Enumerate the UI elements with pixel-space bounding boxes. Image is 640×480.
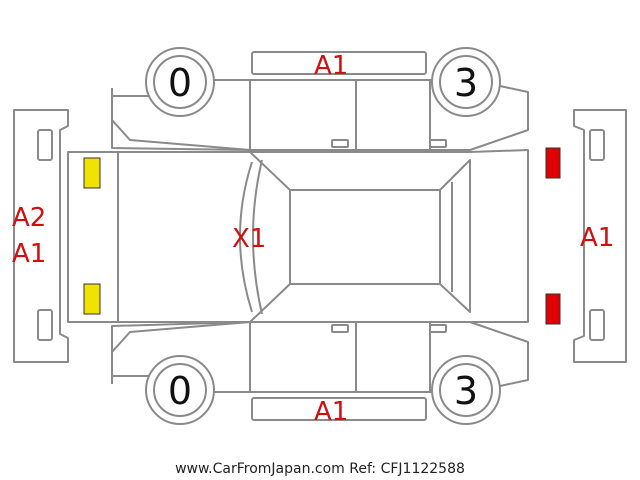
front-headlamp-top bbox=[83, 157, 101, 189]
tire-rear-right-value: 3 bbox=[454, 369, 478, 413]
tire-front-right: 0 bbox=[145, 355, 215, 425]
source-footer: www.CarFromJapan.com Ref: CFJ1122588 bbox=[175, 461, 465, 477]
front-bumper-panel bbox=[13, 109, 69, 363]
grade-rear-bumper: A1 bbox=[580, 223, 614, 253]
tire-front-left-value: 0 bbox=[168, 61, 192, 105]
top-view-body bbox=[67, 149, 529, 323]
grade-front-bumper-1: A2 bbox=[12, 203, 46, 233]
bottom-side-strip bbox=[251, 397, 427, 421]
rear-bumper-panel bbox=[573, 109, 627, 363]
grade-bottom-side: A1 bbox=[314, 397, 348, 427]
front-headlamp-bottom bbox=[83, 283, 101, 315]
tire-rear-left-value: 3 bbox=[454, 61, 478, 105]
tire-rear-left: 3 bbox=[431, 47, 501, 117]
top-side-strip bbox=[251, 51, 427, 75]
tire-front-right-value: 0 bbox=[168, 369, 192, 413]
rear-lamp-bottom bbox=[545, 293, 561, 325]
tire-front-left: 0 bbox=[145, 47, 215, 117]
grade-roof: X1 bbox=[232, 224, 266, 254]
tire-rear-right: 3 bbox=[431, 355, 501, 425]
grade-top-side: A1 bbox=[314, 51, 348, 81]
grade-front-bumper-2: A1 bbox=[12, 239, 46, 269]
rear-lamp-top bbox=[545, 147, 561, 179]
